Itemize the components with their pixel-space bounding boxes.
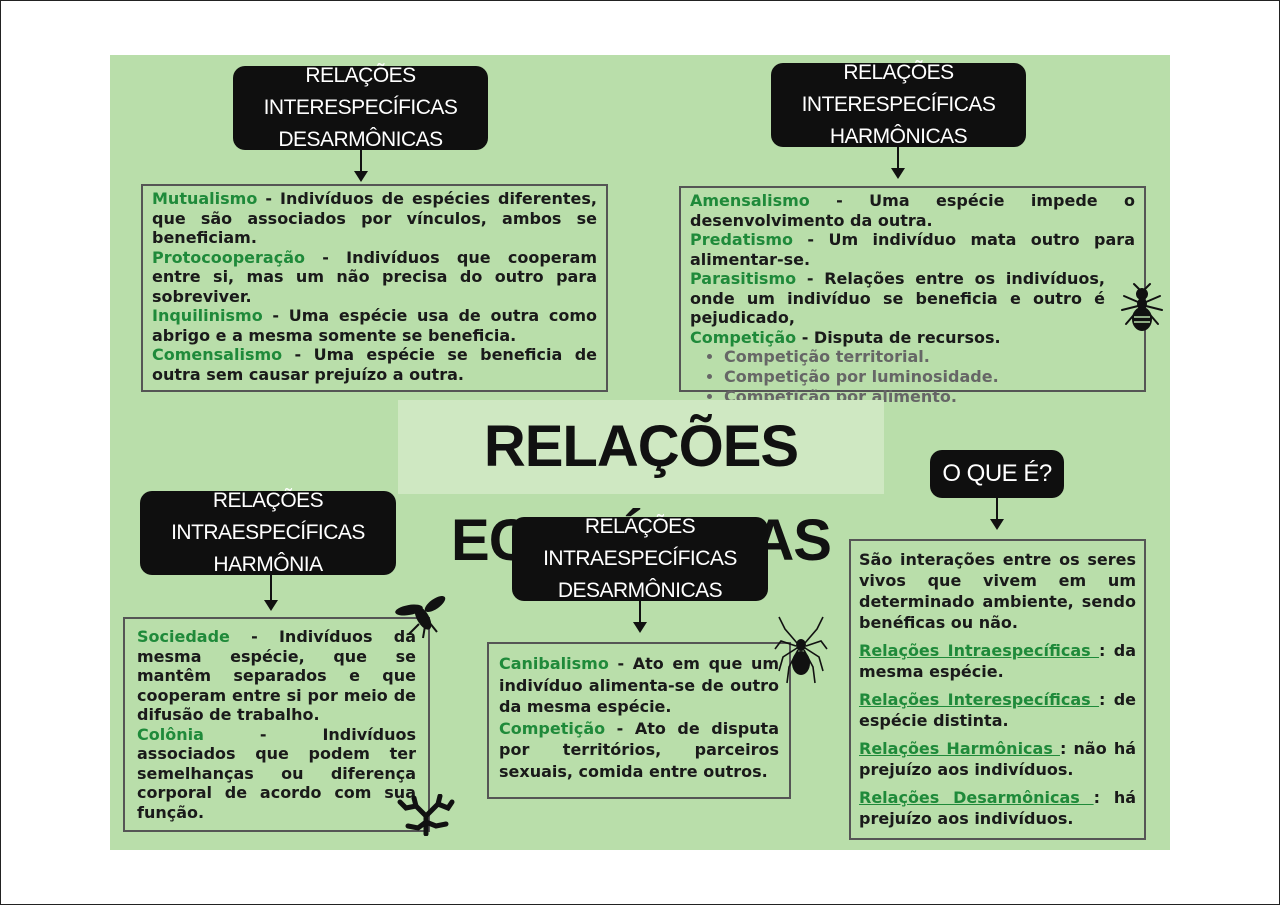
arrow [891,147,905,179]
item-amensalismo: Amensalismo - Uma espécie impede o desen… [690,191,1135,230]
header-line-1: RELAÇÕES INTRAESPECÍFICAS [543,515,737,570]
term: Relações Interespecíficas [859,690,1099,709]
def-interespecificas: Relações Interespecíficas : de espécie d… [859,689,1136,731]
header-line-2: DESARMÔNICAS [278,128,443,151]
desc: - Uma espécie usa de outra como abrigo e… [152,306,597,345]
term: Canibalismo [499,654,609,673]
header-line-1: RELAÇÕES INTRAESPECÍFICAS [171,489,365,544]
item-comensalismo: Comensalismo - Uma espécie se beneficia … [152,345,597,384]
header-line-1: RELAÇÕES INTERESPECÍFICAS [801,61,996,116]
box-inter-harmonicas: Amensalismo - Uma espécie impede o desen… [679,186,1146,406]
desc: : não há prejuízo aos indivíduos. [859,739,1136,779]
arrow [633,601,647,633]
item-sociedade: Sociedade - Indivíduos da mesma espécie,… [137,627,416,725]
term: Sociedade [137,627,230,646]
competicao-list: Competição territorial. Competição por l… [690,347,1135,407]
arrow [264,575,278,611]
term: Inquilinismo [152,306,263,325]
desc: - Relações entre os indivíduos, onde um … [690,269,1105,327]
header-o-que-e: O QUE É? [930,450,1064,498]
desc: : de espécie distinta. [859,690,1136,730]
desc: - Disputa de recursos. [796,327,1001,347]
item-protocooperacao: Protocooperação - Indivíduos que coopera… [152,248,597,307]
box-intra-desarmonicas: Canibalismo - Ato em que um indivíduo al… [487,642,791,799]
desc: : há prejuízo aos indivíduos. [859,788,1136,828]
term: Relações Desarmônicas [859,788,1094,807]
list-item: Competição territorial. [724,347,1135,367]
item-colonia: Colônia - Indivíduos associados que pode… [137,725,416,823]
desc: - Ato em que um indivíduo alimenta-se de… [499,654,779,716]
header-inter-harmonicas: RELAÇÕES INTERESPECÍFICAS HARMÔNICAS [771,61,1026,148]
desc: - Indivíduos da mesma espécie, que se ma… [137,627,416,724]
term: Predatismo [690,230,794,249]
desc: - Indivíduos associados que podem ter se… [137,724,416,822]
item-predatismo: Predatismo - Um indivíduo mata outro par… [690,230,1135,269]
desc: - Ato de disputa por territórios, parcei… [499,718,779,781]
desc: - Indivíduos que cooperam entre si, mas … [152,247,597,306]
term: Colônia [137,724,204,744]
item-mutualismo: Mutualismo - Indivíduos de espécies dife… [152,189,597,248]
def-desarmonicas: Relações Desarmônicas : há prejuízo aos … [859,787,1136,829]
item-inquilinismo: Inquilinismo - Uma espécie usa de outra … [152,306,597,345]
def-harmonicas: Relações Harmônicas : não há prejuízo ao… [859,738,1136,780]
box-o-que-e: São interações entre os seres vivos que … [849,539,1146,840]
term: Parasitismo [690,269,797,288]
item-competicao: Competição - Disputa de recursos. [690,328,1135,348]
term: Amensalismo [690,191,810,210]
desc: - Um indivíduo mata outro para alimentar… [690,230,1135,269]
desc: : da mesma espécie. [859,641,1136,681]
box-intra-harmonia: Sociedade - Indivíduos da mesma espécie,… [123,617,430,832]
desc: - Uma espécie se beneficia de outra sem … [152,345,597,384]
header-line-1: RELAÇÕES INTERESPECÍFICAS [263,64,458,119]
term: Protocooperação [152,247,305,267]
header-line-2: DESARMÔNICAS [557,579,723,602]
arrow [990,498,1004,530]
fly-icon [395,596,446,639]
arrow [354,150,368,182]
term: Comensalismo [152,345,283,364]
spider-icon [774,616,828,684]
header-line-2: HARMÔNIA [213,553,323,576]
header-intra-harmonia: RELAÇÕES INTRAESPECÍFICAS HARMÔNIA [140,489,396,576]
ant-icon [1121,283,1163,331]
header-intra-desarmonicas: RELAÇÕES INTRAESPECÍFICAS DESARMÔNICAS [512,515,768,602]
coral-icon [397,794,455,836]
term: Relações Intraespecíficas [859,641,1099,660]
header-inter-desarmonicas: RELAÇÕES INTERESPECÍFICAS DESARMÔNICAS [233,64,488,151]
term: Mutualismo [152,189,258,208]
header-line-2: HARMÔNICAS [829,125,968,148]
page-title: RELAÇÕES ECOLÓGICAS [398,400,884,573]
item-canibalismo: Canibalismo - Ato em que um indivíduo al… [499,653,779,718]
desc: - Indivíduos de espécies diferentes, que… [152,189,597,247]
header-line-1: O QUE É? [942,460,1052,487]
box-inter-desarmonicas: Mutualismo - Indivíduos de espécies dife… [141,184,608,392]
term: Relações Harmônicas [859,739,1060,758]
term: Competição [499,718,606,738]
definition-intro: São interações entre os seres vivos que … [859,550,1136,632]
item-competicao: Competição - Ato de disputa por territór… [499,718,779,783]
item-parasitismo: Parasitismo - Relações entre os indivídu… [690,269,1135,328]
def-intraespecificas: Relações Intraespecíficas : da mesma esp… [859,640,1136,682]
term: Competição [690,327,797,347]
list-item: Competição por luminosidade. [724,367,1135,387]
desc: - Uma espécie impede o desenvolvimento d… [690,191,1135,230]
